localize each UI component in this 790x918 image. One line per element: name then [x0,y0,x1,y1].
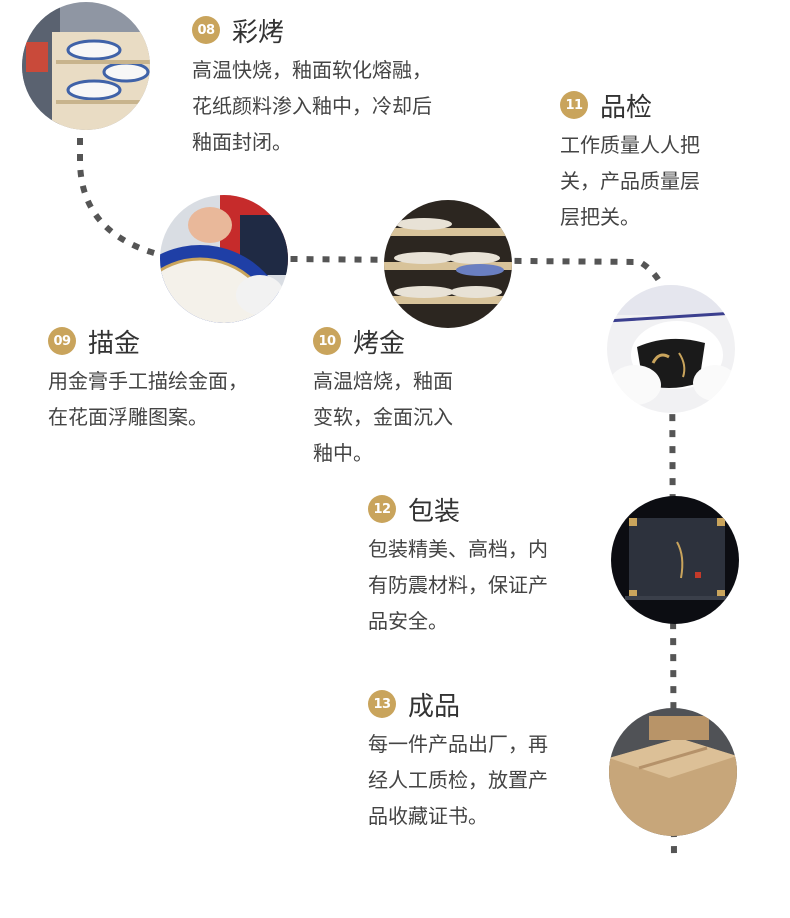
step-number-badge: 12 [368,495,396,523]
step-description: 高温焙烧，釉面 变软，金面沉入 釉中。 [313,369,453,465]
step-header: 10 烤金 [313,323,453,359]
step-number-badge: 09 [48,327,76,355]
step-number-badge: 13 [368,690,396,718]
step-header: 13 成品 [368,686,548,722]
step-description: 包装精美、高档，内 有防震材料，保证产 品安全。 [368,537,548,633]
step-title: 彩烤 [232,17,285,48]
step-number-badge: 10 [313,327,341,355]
step-09: 09 描金 用金膏手工描绘金面， 在花面浮雕图案。 [48,323,248,435]
step-title: 包装 [408,496,461,527]
step-header: 11 品检 [560,87,700,123]
cardboard-boxes-photo [609,708,737,836]
step-number-badge: 08 [192,16,220,44]
step-description: 每一件产品出厂，再 经人工质检，放置产 品收藏证书。 [368,732,548,828]
step-13: 13 成品 每一件产品出厂，再 经人工质检，放置产 品收藏证书。 [368,686,548,834]
step-description: 用金膏手工描绘金面， 在花面浮雕图案。 [48,369,248,429]
step-12: 12 包装 包装精美、高档，内 有防震材料，保证产 品安全。 [368,491,548,639]
step-11: 11 品检 工作质量人人把 关，产品质量层 层把关。 [560,87,700,235]
gold-painting-plate-photo [160,195,288,323]
step-title: 成品 [408,691,461,722]
step-title: 描金 [88,328,141,359]
inspection-cup-gloves-photo [607,285,735,413]
step-header: 12 包装 [368,491,548,527]
gift-box-photo [611,496,739,624]
step-number-badge: 11 [560,91,588,119]
step-header: 09 描金 [48,323,248,359]
step-title: 品检 [600,92,653,123]
step-header: 08 彩烤 [192,12,432,48]
step-description: 高温快烧，釉面软化熔融， 花纸颜料渗入釉中，冷却后 釉面封闭。 [192,58,432,154]
step-title: 烤金 [353,328,406,359]
step-description: 工作质量人人把 关，产品质量层 层把关。 [560,133,700,229]
kiln-rack-plates-photo [22,2,150,130]
step-10: 10 烤金 高温焙烧，釉面 变软，金面沉入 釉中。 [313,323,453,471]
step-08: 08 彩烤 高温快烧，釉面软化熔融， 花纸颜料渗入釉中，冷却后 釉面封闭。 [192,12,432,160]
gold-baking-shelves-photo [384,200,512,328]
